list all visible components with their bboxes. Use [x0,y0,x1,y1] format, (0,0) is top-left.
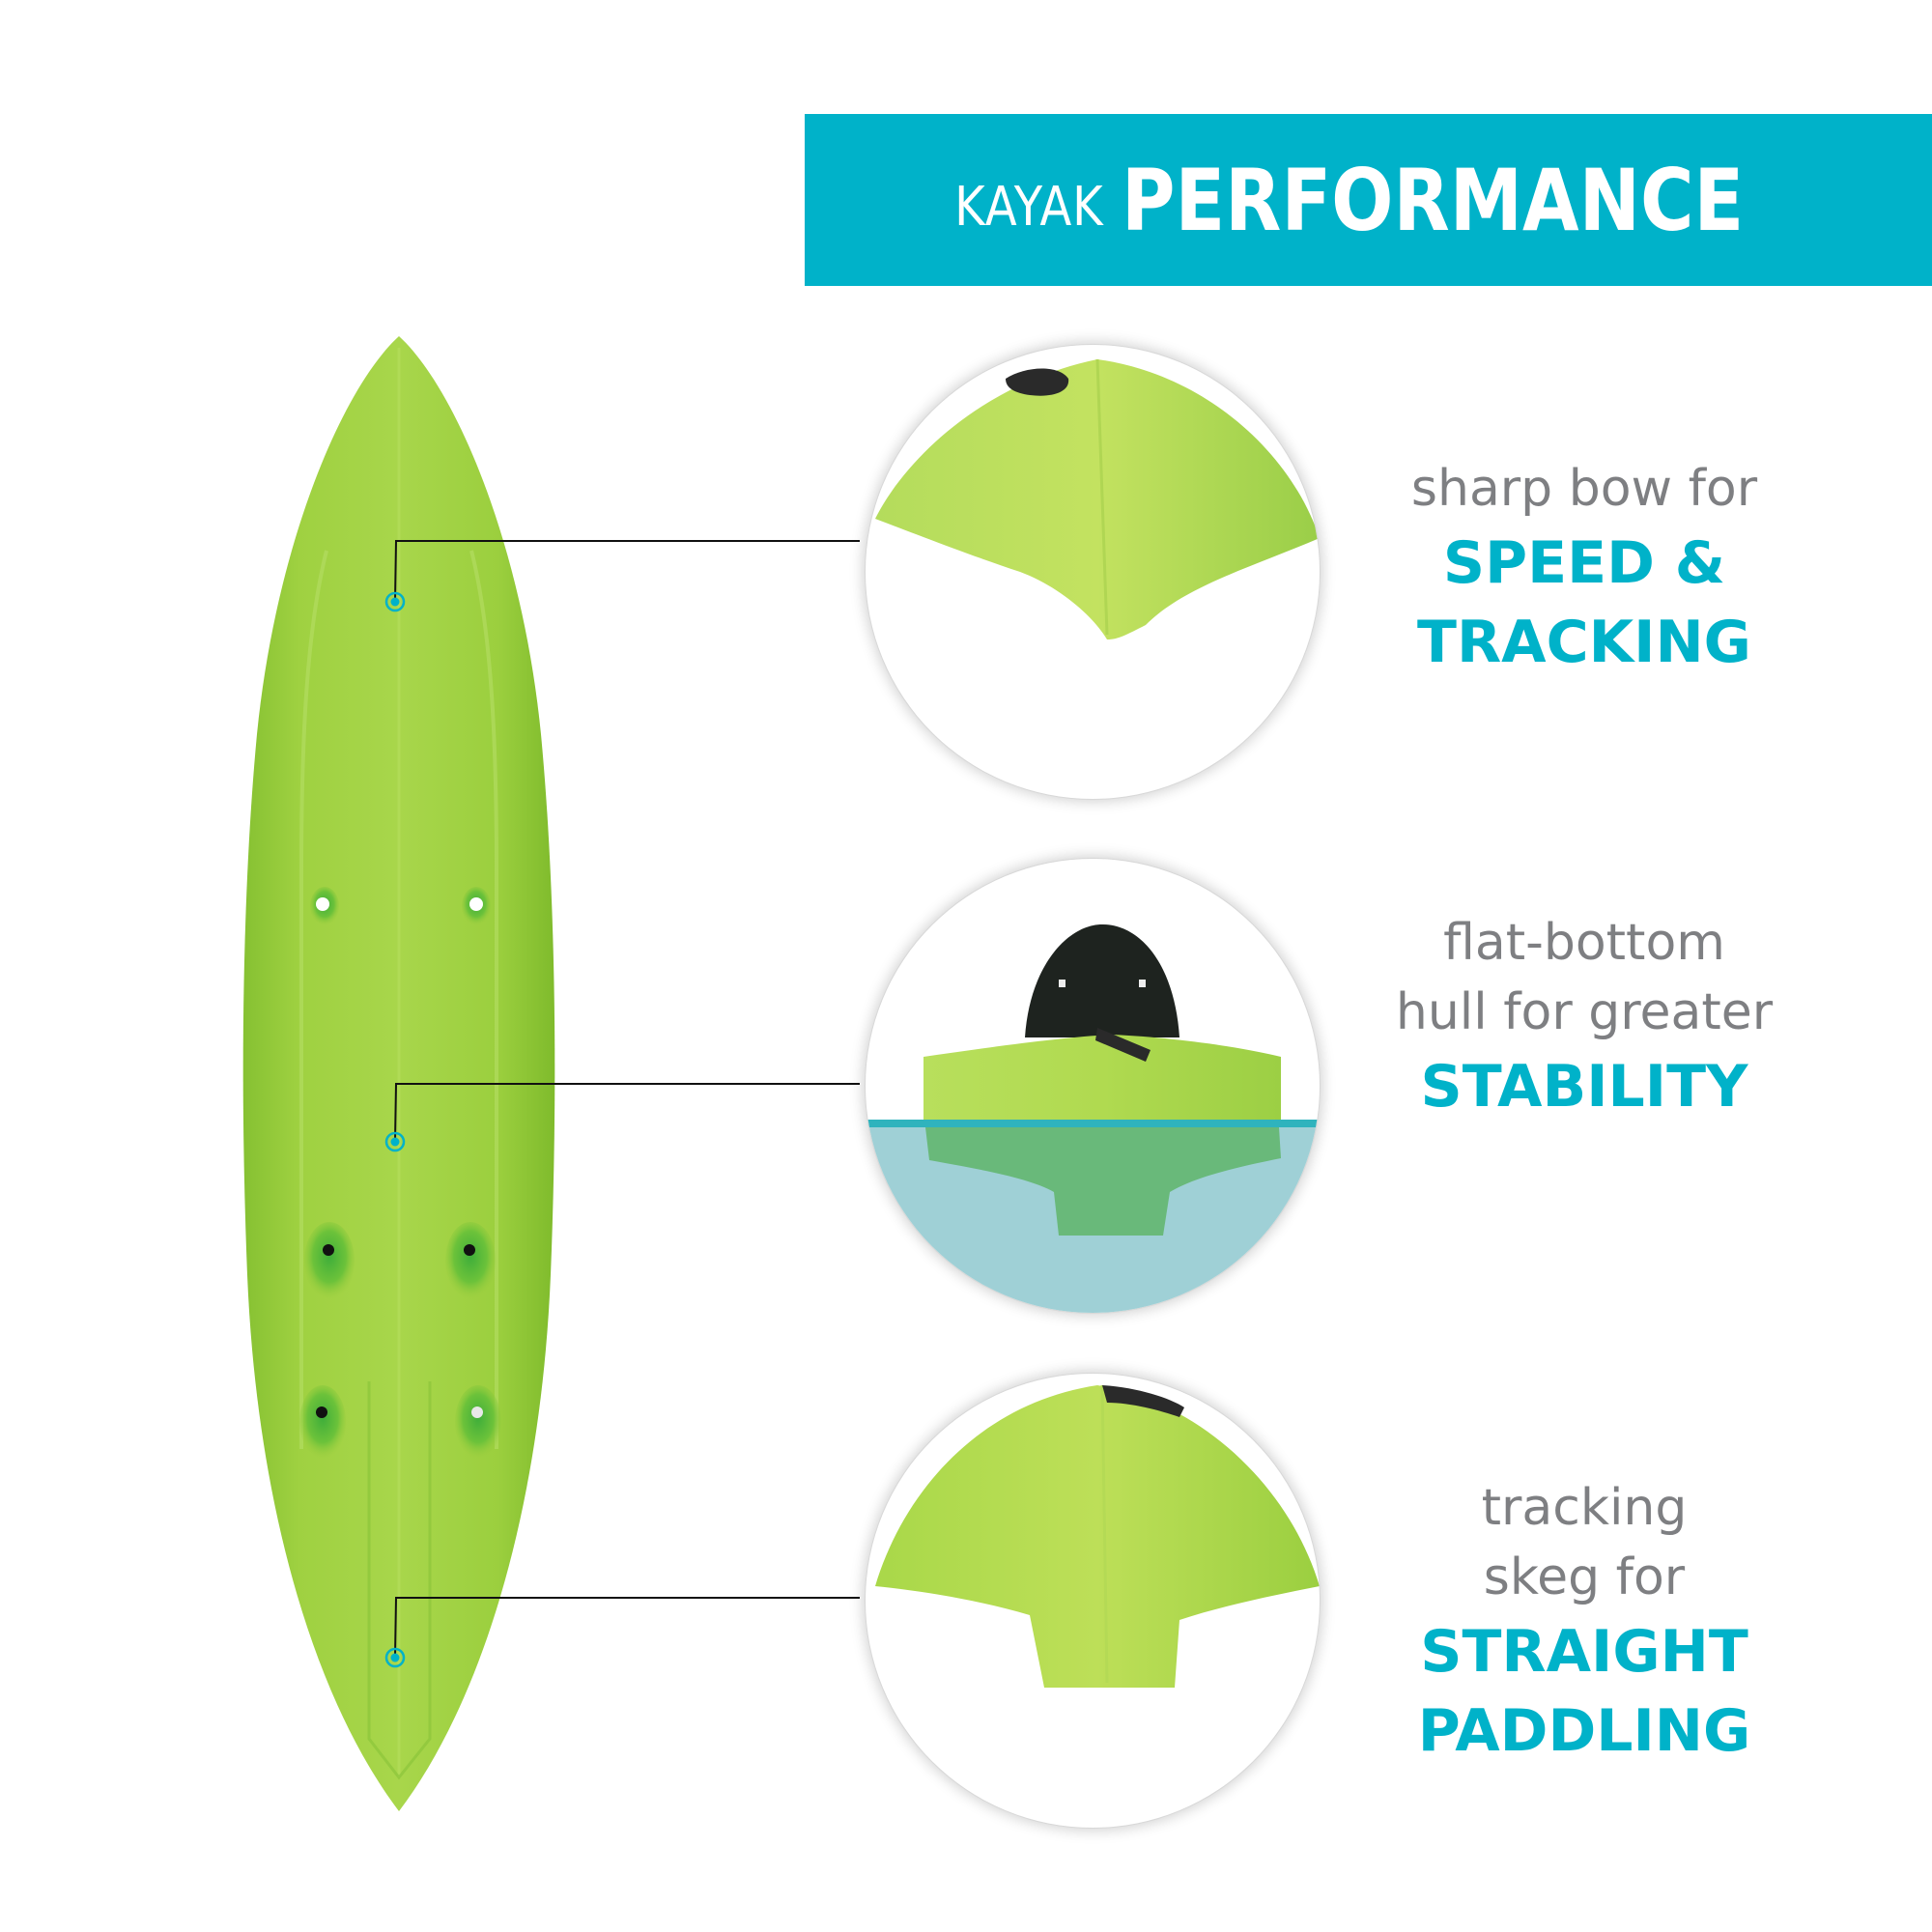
callout-bow [384,540,860,612]
kayak-body [242,336,555,1811]
feature-hull-text: flat-bottom hull for greater STABILITY [1352,908,1816,1126]
feature-lead: flat-bottom [1443,914,1725,972]
skeg-closeup-image [866,1374,1320,1828]
bow-closeup-image [866,345,1320,799]
page-title: KAYAK PERFORMANCE [805,114,1932,286]
bow-closeup-icon [875,358,1320,639]
feature-skeg-text: tracking skeg for STRAIGHT PADDLING [1352,1473,1816,1771]
callout-hull [384,1083,860,1152]
feature-accent: SPEED & [1442,529,1726,597]
feature-lead: sharp bow for [1410,460,1758,518]
feature-accent: STRAIGHT [1420,1618,1748,1686]
feature-accent: PADDLING [1417,1697,1751,1765]
callout-skeg [384,1597,860,1668]
feature-lead: tracking [1481,1479,1688,1537]
skeg-closeup-icon [875,1384,1320,1688]
scupper-holes [299,887,501,1459]
feature-accent: TRACKING [1417,609,1751,676]
title-bold: PERFORMANCE [1121,150,1744,250]
feature-bow-text: sharp bow for SPEED & TRACKING [1352,454,1816,682]
feature-lead: hull for greater [1395,983,1774,1041]
hull-in-water-icon [866,924,1320,1313]
hull-in-water-image [866,859,1320,1313]
feature-lead: skeg for [1483,1548,1686,1606]
title-light: KAYAK [954,175,1104,239]
header-banner: KAYAK PERFORMANCE [805,114,1932,286]
feature-accent: STABILITY [1420,1053,1748,1121]
